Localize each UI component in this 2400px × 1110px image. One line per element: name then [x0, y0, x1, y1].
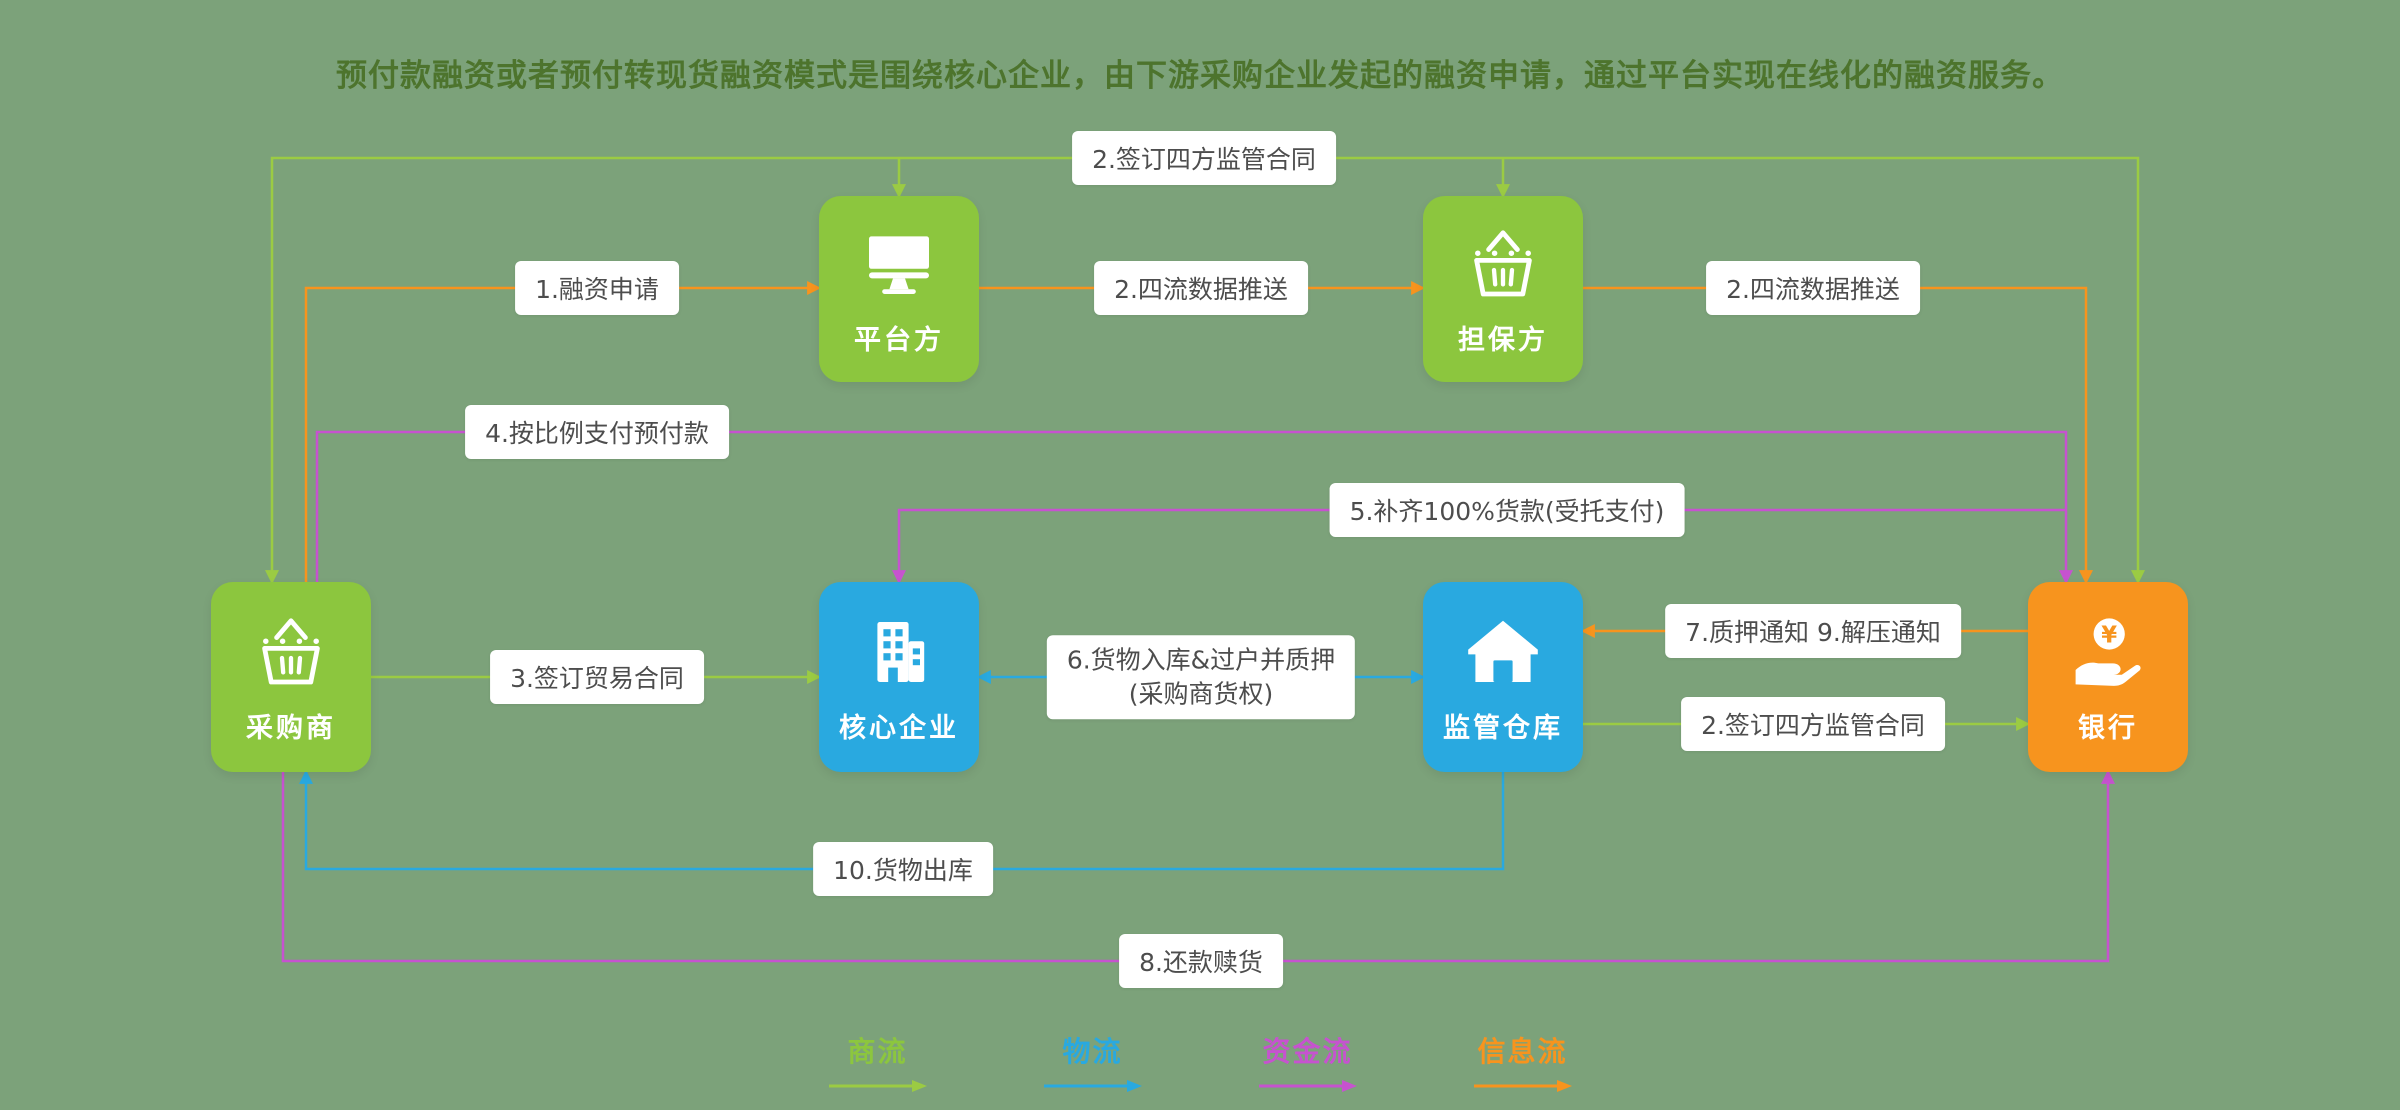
node-label: 核心企业: [839, 712, 959, 744]
legend-item-funds-flow: 资金流: [1233, 1030, 1383, 1094]
legend-item-business-flow: 商流: [803, 1030, 953, 1094]
legend: 商流 物流 资金流 信息流: [0, 1030, 2400, 1094]
basket-icon: [1474, 229, 1532, 296]
yen-symbol: ¥: [2101, 622, 2117, 648]
node-bank: ¥ 银行: [2028, 582, 2188, 772]
basket-icon: [262, 617, 320, 684]
edge-label-goods-in-line1: 6.货物入库&过户并质押: [1066, 645, 1336, 675]
edge-label-goods-out: 10.货物出库: [813, 842, 993, 896]
legend-label-information-flow: 信息流: [1477, 1035, 1568, 1068]
edge-label-data-push-1: 2.四流数据推送: [1094, 261, 1308, 315]
node-label: 平台方: [854, 324, 944, 356]
edge-label-financing-apply: 1.融资申请: [515, 261, 679, 315]
node-purchaser: 采购商: [211, 582, 371, 772]
business-flow-arrow-icon: [828, 1080, 927, 1092]
information-flow-arrow-icon: [1473, 1080, 1572, 1092]
node-platform: 平台方: [819, 196, 979, 382]
legend-item-information-flow: 信息流: [1448, 1030, 1598, 1094]
legend-label-logistics-flow: 物流: [1062, 1035, 1123, 1068]
building-icon: [877, 621, 925, 682]
diagram-title: 预付款融资或者预付转现货融资模式是围绕核心企业，由下游采购企业发起的融资申请，通…: [336, 58, 2064, 94]
edge-repay: [281, 769, 2115, 963]
edge-label-repay: 8.还款赎货: [1119, 934, 1283, 988]
edge-label-four-party-contract-right: 2.签订四方监管合同: [1681, 697, 1945, 751]
edge-label-four-party-contract-top: 2.签订四方监管合同: [1072, 131, 1336, 185]
hand-yen-icon: ¥: [2075, 617, 2141, 686]
logistics-flow-arrow-icon: [1043, 1080, 1142, 1092]
edge-label-trade-contract: 3.签订贸易合同: [490, 650, 704, 704]
edge-label-pledge-notice: 7.质押通知 9.解压通知: [1665, 604, 1961, 658]
edge-label-data-push-2: 2.四流数据推送: [1706, 261, 1920, 315]
edge-label-full-payment: 5.补齐100%货款(受托支付): [1329, 483, 1685, 537]
edge-prepay: [315, 430, 2073, 585]
legend-label-funds-flow: 资金流: [1262, 1035, 1353, 1068]
edge-label-goods-in-line2: (采购商货权): [1128, 679, 1274, 708]
node-core-enterprise: 核心企业: [819, 582, 979, 772]
node-label: 银行: [2078, 712, 2138, 744]
edge-data-push-2: [1583, 286, 2093, 585]
legend-item-logistics-flow: 物流: [1018, 1030, 1168, 1094]
monitor-icon: [869, 235, 929, 294]
edge-label-prepay: 4.按比例支付预付款: [465, 405, 729, 459]
node-guarantor: 担保方: [1423, 196, 1583, 382]
warehouse-icon: [1468, 620, 1538, 682]
node-label: 担保方: [1458, 324, 1548, 356]
node-label: 采购商: [246, 712, 336, 744]
funds-flow-arrow-icon: [1258, 1080, 1357, 1092]
legend-label-business-flow: 商流: [847, 1035, 908, 1068]
node-label: 监管仓库: [1443, 712, 1563, 744]
edge-four-party-contract-top: [265, 156, 2145, 585]
node-warehouse: 监管仓库: [1423, 582, 1583, 772]
edge-label-goods-in: 6.货物入库&过户并质押 (采购商货权): [1046, 635, 1356, 719]
